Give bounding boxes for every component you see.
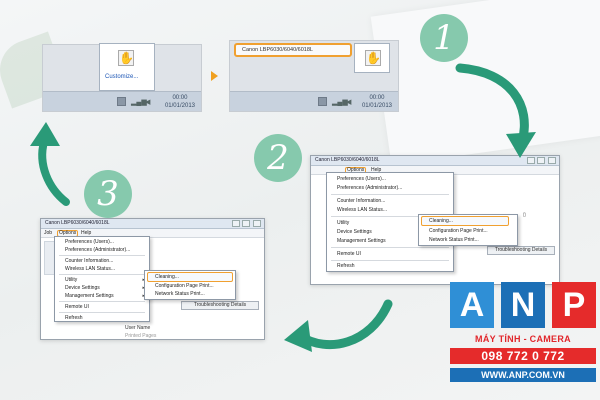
utility-submenu: Cleaning... Configuration Page Print... … [418,214,518,246]
curved-arrow-icon [455,63,536,158]
menu-separator [331,194,449,195]
menu-help-small[interactable]: Help [81,230,92,236]
tray-popup: ✋ Customize... [99,43,155,91]
minimize-button-small[interactable] [232,220,240,227]
chevron-right-icon: ▸ [142,277,145,283]
logo-letter-n: N [501,282,545,328]
taskbar-2: ▂▄▆ ◀ 00:00 01/01/2013 [230,91,398,111]
logo-letters: A N P [450,282,596,328]
window-title-text: Canon LBP6030/6040/6018L [315,157,380,163]
clock-date: 01/01/2013 [164,103,195,109]
speaker-icon: ◀ [145,99,151,106]
cleaning-highlight-small [147,272,233,282]
printed-pages-label: Printed Pages [125,333,157,339]
maximize-button[interactable] [537,157,545,164]
window-title: Canon LBP6030/6040/6018L [311,156,559,166]
utility-submenu-small: Cleaning... Configuration Page Print... … [144,270,236,300]
taskbar: ▂▄▆ ◀ 00:00 01/01/2013 [43,91,201,111]
tray-popup-2: ✋ [354,43,390,73]
logo-letter-p: P [552,282,596,328]
logo-phone: 098 772 0 772 [450,348,596,364]
printer-tray-icon-2[interactable]: ✋ [365,50,381,66]
menu-separator [331,216,449,217]
menu-separator [59,312,145,313]
troubleshooting-button-small[interactable]: Troubleshooting Details [181,301,259,310]
menu-separator [59,255,145,256]
menu-separator [59,301,145,302]
step1-taskbar-panel-2: Canon LBP6030/6040/6018L ✋ ▂▄▆ ◀ 00:00 0… [229,40,399,112]
curved-arrow-icon [284,299,393,352]
window-title-small: Canon LBP6030/6040/6018L [41,219,264,229]
clock-time-2: 00:00 [369,95,385,101]
customize-link[interactable]: Customize... [105,74,139,80]
logo-website: WWW.ANP.COM.VN [450,368,596,382]
minimize-button[interactable] [527,157,535,164]
menu-separator [331,247,449,248]
anp-logo: A N P MÁY TÍNH - CAMERA 098 772 0 772 WW… [450,282,596,392]
step1-taskbar-panel: ✋ Customize... ▂▄▆ ◀ 00:00 01/01/2013 [42,43,202,112]
window-title-small-text: Canon LBP6030/6040/6018L [45,220,110,226]
status-mark: ▯ [523,212,526,218]
printer-tooltip: Canon LBP6030/6040/6018L [234,43,352,57]
troubleshooting-button[interactable]: Troubleshooting Details [487,246,555,255]
menu-job[interactable]: Job [44,230,53,236]
user-name-label: User Name [125,325,151,331]
printer-tray-icon[interactable]: ✋ [118,50,134,66]
menu-separator [59,274,145,275]
tray-expand-icon-2[interactable] [318,97,327,106]
step-badge-3: 3 [84,170,132,218]
taskbar-clock: 00:00 01/01/2013 [165,94,195,110]
logo-tagline: MÁY TÍNH - CAMERA [475,334,571,344]
menu-help[interactable]: Help [371,167,382,173]
step-arrow-icon [211,71,218,81]
curved-arrow-icon [30,122,70,206]
menu-separator [331,260,449,261]
tray-expand-icon[interactable] [117,97,126,106]
chevron-right-icon: ▸ [142,285,145,291]
cleaning-highlight [421,216,509,226]
chevron-right-icon: ▸ [142,293,145,299]
clock-time: 00:00 [172,95,188,101]
step-badge-2: 2 [254,134,302,182]
clock-date-2: 01/01/2013 [361,103,392,109]
signal-icon: ▂▄▆ [131,99,147,106]
signal-icon-2: ▂▄▆ [332,99,348,106]
options-dropdown-small: Preferences (Users)... Preferences (Admi… [54,236,150,322]
close-button-small[interactable] [253,220,261,227]
taskbar-clock-2: 00:00 01/01/2013 [362,94,392,110]
speaker-icon-2: ◀ [346,99,352,106]
maximize-button-small[interactable] [242,220,250,227]
close-button[interactable] [548,157,556,164]
step-badge-1: 1 [420,14,468,62]
logo-letter-a: A [450,282,494,328]
